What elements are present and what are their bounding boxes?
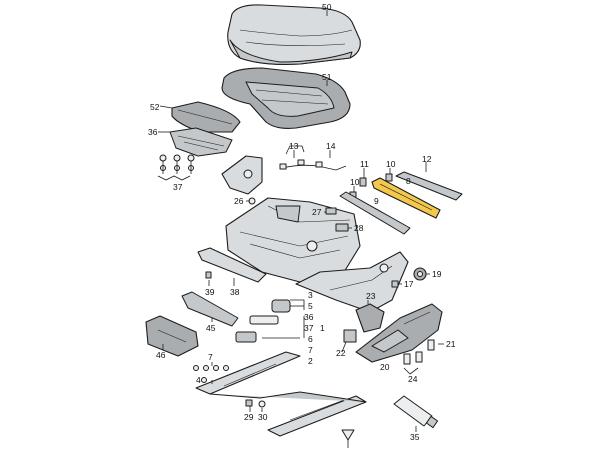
part-4-7-fasteners [193,365,229,383]
label-45: 45 [206,323,216,333]
label-37: 37 [173,182,183,192]
label-6: 6 [308,334,313,344]
label-11: 11 [360,159,369,169]
label-7a: 7 [308,345,313,355]
part-36-extension-frame [169,127,233,157]
part-9-adjuster-bar [339,191,411,235]
label-20: 20 [380,362,390,372]
part-8-rail-highlighted [371,177,441,219]
label-27: 27 [312,207,322,217]
label-14: 14 [326,141,336,151]
part-5-motor [249,299,291,325]
part-labels: 50 51 52 36 37 13 14 11 10 10 12 8 9 26 … [148,2,456,442]
label-35: 35 [410,432,420,442]
label-2: 2 [308,356,313,366]
label-46: 46 [156,350,166,360]
label-3: 3 [308,290,313,300]
part-13-14-wiring [279,145,347,171]
part-50-seat-cover [227,4,361,65]
part-6-gear [235,331,257,343]
label-23: 23 [366,291,376,301]
label-22: 22 [336,348,346,358]
part-backrest-bracket [221,155,263,195]
label-10b: 10 [350,177,360,187]
part-45-trim [181,291,239,327]
label-5: 5 [308,301,313,311]
label-7b: 7 [208,352,213,362]
label-17: 17 [404,279,414,289]
part-12-rail-trim [395,171,463,201]
part-side-frame-right [295,251,409,313]
label-13: 13 [289,141,299,151]
part-23-22-switch [343,303,385,343]
label-9: 9 [374,196,379,206]
label-4: 4 [196,375,201,385]
part-46-motor-housing [145,315,199,357]
part-38-front-trim [197,247,267,283]
label-30: 30 [258,412,268,422]
label-38: 38 [230,287,240,297]
label-36: 36 [148,127,158,137]
label-36b: 36 [304,312,314,322]
part-52-extension-cushion [171,101,241,133]
part-bottom-screw [341,429,355,448]
label-19: 19 [432,269,442,279]
label-52: 52 [150,102,160,112]
label-21: 21 [446,339,456,349]
label-24: 24 [408,374,418,384]
part-17-clip [391,280,399,288]
part-51-seat-foam [221,67,351,129]
part-21-24-buttons [403,339,435,365]
part-seat-rails [195,351,367,437]
label-28: 28 [354,223,364,233]
part-29-30-fasteners [245,399,266,408]
label-37b: 37 [304,323,314,333]
label-12: 12 [422,154,432,164]
label-26: 26 [234,196,244,206]
label-51: 51 [322,72,332,82]
part-seat-frame [225,197,361,283]
label-50: 50 [322,2,332,12]
part-35-grease-tube [393,395,439,429]
part-39-clip [205,271,212,279]
part-37-screws [157,154,195,181]
label-29: 29 [244,412,254,422]
part-19-knob [413,267,427,281]
label-10a: 10 [386,159,396,169]
part-20-side-panel [355,303,443,363]
label-39: 39 [205,287,215,297]
label-1: 1 [320,323,325,333]
label-8: 8 [406,176,411,186]
part-26-27-28 [248,197,349,232]
leader-lines [158,10,444,432]
